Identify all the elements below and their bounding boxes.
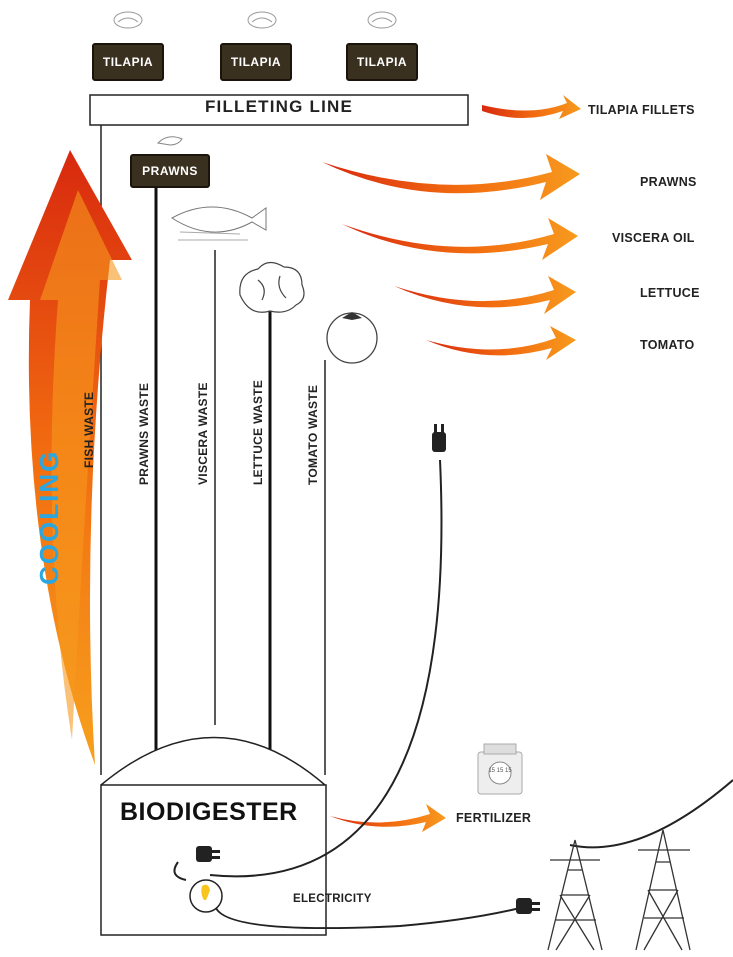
tilapia-tank-2: TILAPIA xyxy=(220,43,292,81)
lettuce-label: LETTUCE xyxy=(640,286,700,300)
cooling-label: COOLING xyxy=(34,450,65,585)
prawns-label: PRAWNS xyxy=(640,175,697,189)
tomato-label: TOMATO xyxy=(640,338,695,352)
cooling-arrow xyxy=(8,150,132,765)
fertilizer-label: FERTILIZER xyxy=(456,811,531,825)
biodigester-dome xyxy=(101,738,325,786)
tank-label: TILAPIA xyxy=(357,55,407,69)
viscera-fish-icon xyxy=(172,207,266,240)
tilapia-fillets-arrow xyxy=(482,95,581,119)
tank-label: TILAPIA xyxy=(231,55,281,69)
viscera-waste-label: VISCERA WASTE xyxy=(196,382,210,485)
tilapia-tank-3: TILAPIA xyxy=(346,43,418,81)
tilapia-fillets-label: TILAPIA FILLETS xyxy=(588,103,695,117)
fish-waste-label: FISH WASTE xyxy=(82,392,96,468)
lettuce-waste-label: LETTUCE WASTE xyxy=(251,380,265,485)
fertilizer-bag-text: 15 15 15 xyxy=(485,768,515,774)
prawn-icon xyxy=(158,137,182,145)
tilapia-doodle-icon xyxy=(114,12,396,28)
biodigester-label: BIODIGESTER xyxy=(120,798,298,827)
prawns-waste-label: PRAWNS WASTE xyxy=(137,383,151,485)
tilapia-tank-1: TILAPIA xyxy=(92,43,164,81)
plug-icon xyxy=(432,424,446,452)
tank-label: TILAPIA xyxy=(103,55,153,69)
prawns-tank: PRAWNS xyxy=(130,154,210,188)
plug-icon-grid xyxy=(516,898,540,914)
prawns-tank-label: PRAWNS xyxy=(142,164,198,178)
fertilizer-arrow xyxy=(330,804,446,832)
prawns-arrow xyxy=(322,154,580,200)
tomato-arrow xyxy=(426,326,576,360)
tomato-icon xyxy=(327,312,377,363)
filleting-line-label: FILLETING LINE xyxy=(90,97,468,117)
viscera-oil-label: VISCERA OIL xyxy=(612,231,695,245)
electricity-label: ELECTRICITY xyxy=(293,893,372,905)
lettuce-icon xyxy=(240,262,304,312)
tomato-waste-label: TOMATO WASTE xyxy=(306,385,320,485)
light-bulb-icon xyxy=(190,880,222,912)
power-line-wire xyxy=(570,780,733,847)
transmission-tower-icon xyxy=(548,830,690,950)
lettuce-arrow xyxy=(394,276,576,314)
viscera-oil-arrow xyxy=(342,218,578,260)
